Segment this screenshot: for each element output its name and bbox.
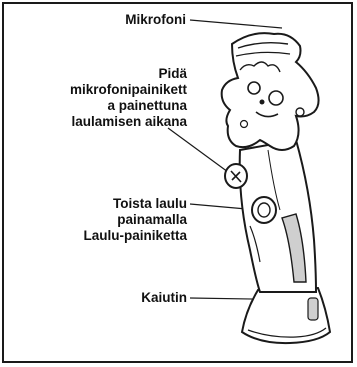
microphone-head (222, 33, 319, 150)
mic-button (225, 164, 247, 188)
song-button (252, 197, 276, 223)
leader-line-hold-button (168, 128, 228, 172)
handle-body (240, 140, 316, 292)
speaker-base (242, 288, 330, 343)
leader-line-microphone (190, 20, 282, 28)
